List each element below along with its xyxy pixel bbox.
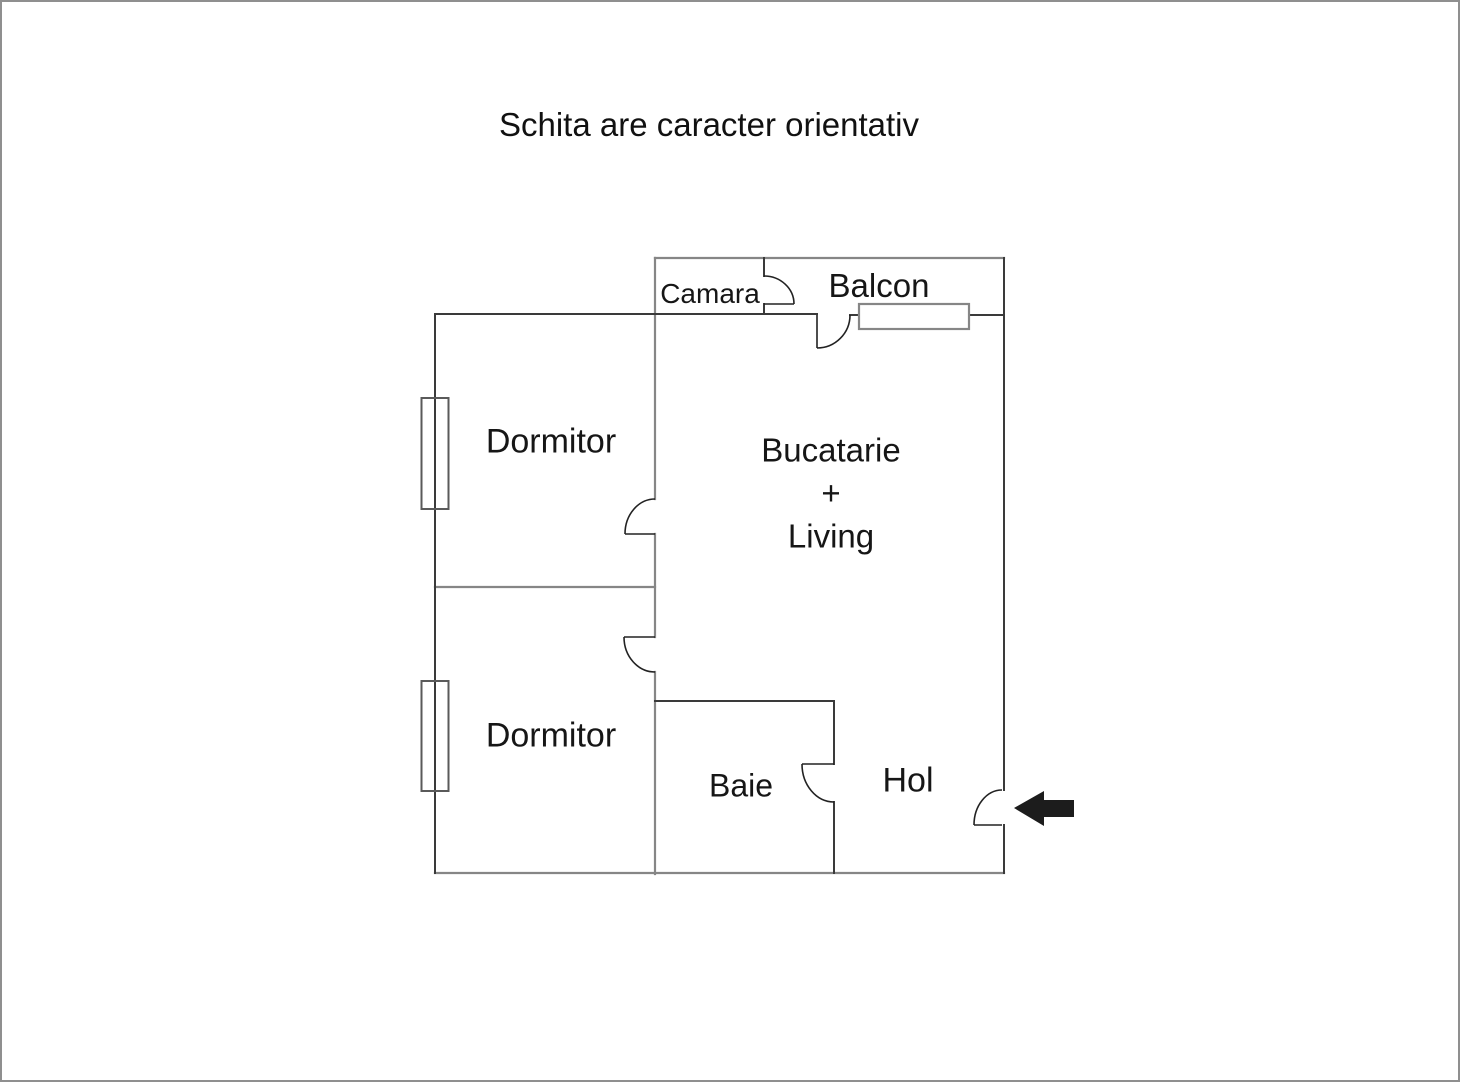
- room-label-dormitor1: Dormitor: [485, 422, 617, 461]
- door-dormitor1: [624, 498, 656, 535]
- room-label-bucatarie-line3: Living: [787, 517, 875, 555]
- window-balcon: [857, 302, 971, 331]
- door-camara: [763, 275, 795, 305]
- room-label-camara: Camara: [660, 278, 760, 309]
- room-label-bucatarie-line1: Bucatarie: [761, 431, 901, 469]
- door-balcon: [816, 314, 851, 349]
- page-title: Schita are caracter orientativ: [498, 106, 920, 143]
- room-label-bucatarie-line2: +: [821, 474, 841, 512]
- room-label-dormitor2: Dormitor: [485, 716, 617, 755]
- door-dormitor2: [623, 636, 656, 673]
- window-dormitor2: [420, 680, 450, 792]
- room-label-hol: Hol: [882, 761, 934, 800]
- room-label-balcon: Balcon: [828, 267, 930, 304]
- door-baie: [801, 763, 835, 803]
- door-entrance: [973, 789, 1003, 826]
- window-dormitor1: [420, 397, 450, 510]
- entrance-arrow-icon: [1014, 791, 1074, 826]
- room-label-bucatarie-living: Bucatarie + Living: [761, 429, 900, 558]
- room-label-baie: Baie: [708, 767, 774, 804]
